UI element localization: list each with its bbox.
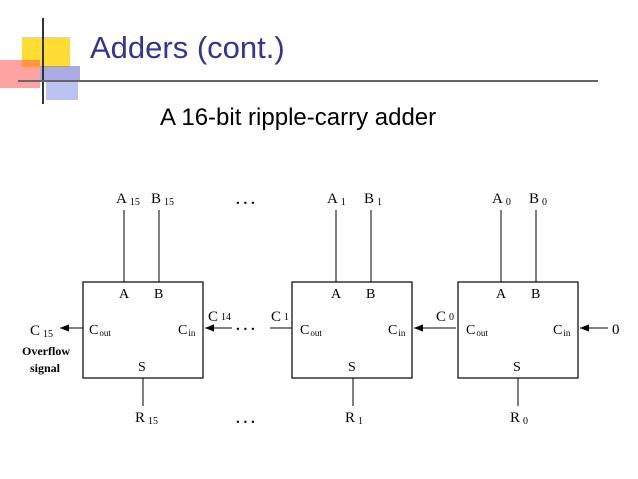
adder-0-pin-b: B (531, 287, 540, 302)
adder-1-box (291, 281, 413, 379)
adder-0-pin-a: A (496, 287, 507, 302)
carry-in-value: 0 (612, 322, 620, 338)
adder-1-pin-b: B (366, 287, 375, 302)
adder-0-pin-cout: Cout (466, 323, 488, 338)
adder-15-pin-cout: Cout (89, 323, 111, 338)
ellipsis-top: . . . (236, 192, 255, 208)
ellipsis-middle: . . . (236, 318, 255, 334)
adder-1-pin-s: S (348, 360, 356, 375)
adder-15-pin-a: A (119, 287, 130, 302)
adder-1-pin-a: A (331, 287, 342, 302)
adder-1-pin-cin: Cin (388, 323, 406, 338)
overflow-label: Overflow (22, 344, 70, 358)
slide-title: Adders (cont.) (90, 30, 285, 65)
adder-15-pin-s: S (138, 360, 146, 375)
ellipsis-bottom: . . . (236, 411, 255, 427)
signal-label: signal (30, 361, 61, 375)
adder-15-pin-cin: Cin (178, 323, 196, 338)
adder-15-pin-b: B (154, 287, 163, 302)
adder-0-pin-cin: Cin (553, 323, 571, 338)
adder-0-pin-s: S (513, 360, 521, 375)
adder-1-pin-cout: Cout (300, 323, 322, 338)
slide-subtitle: A 16-bit ripple-carry adder (160, 104, 437, 131)
